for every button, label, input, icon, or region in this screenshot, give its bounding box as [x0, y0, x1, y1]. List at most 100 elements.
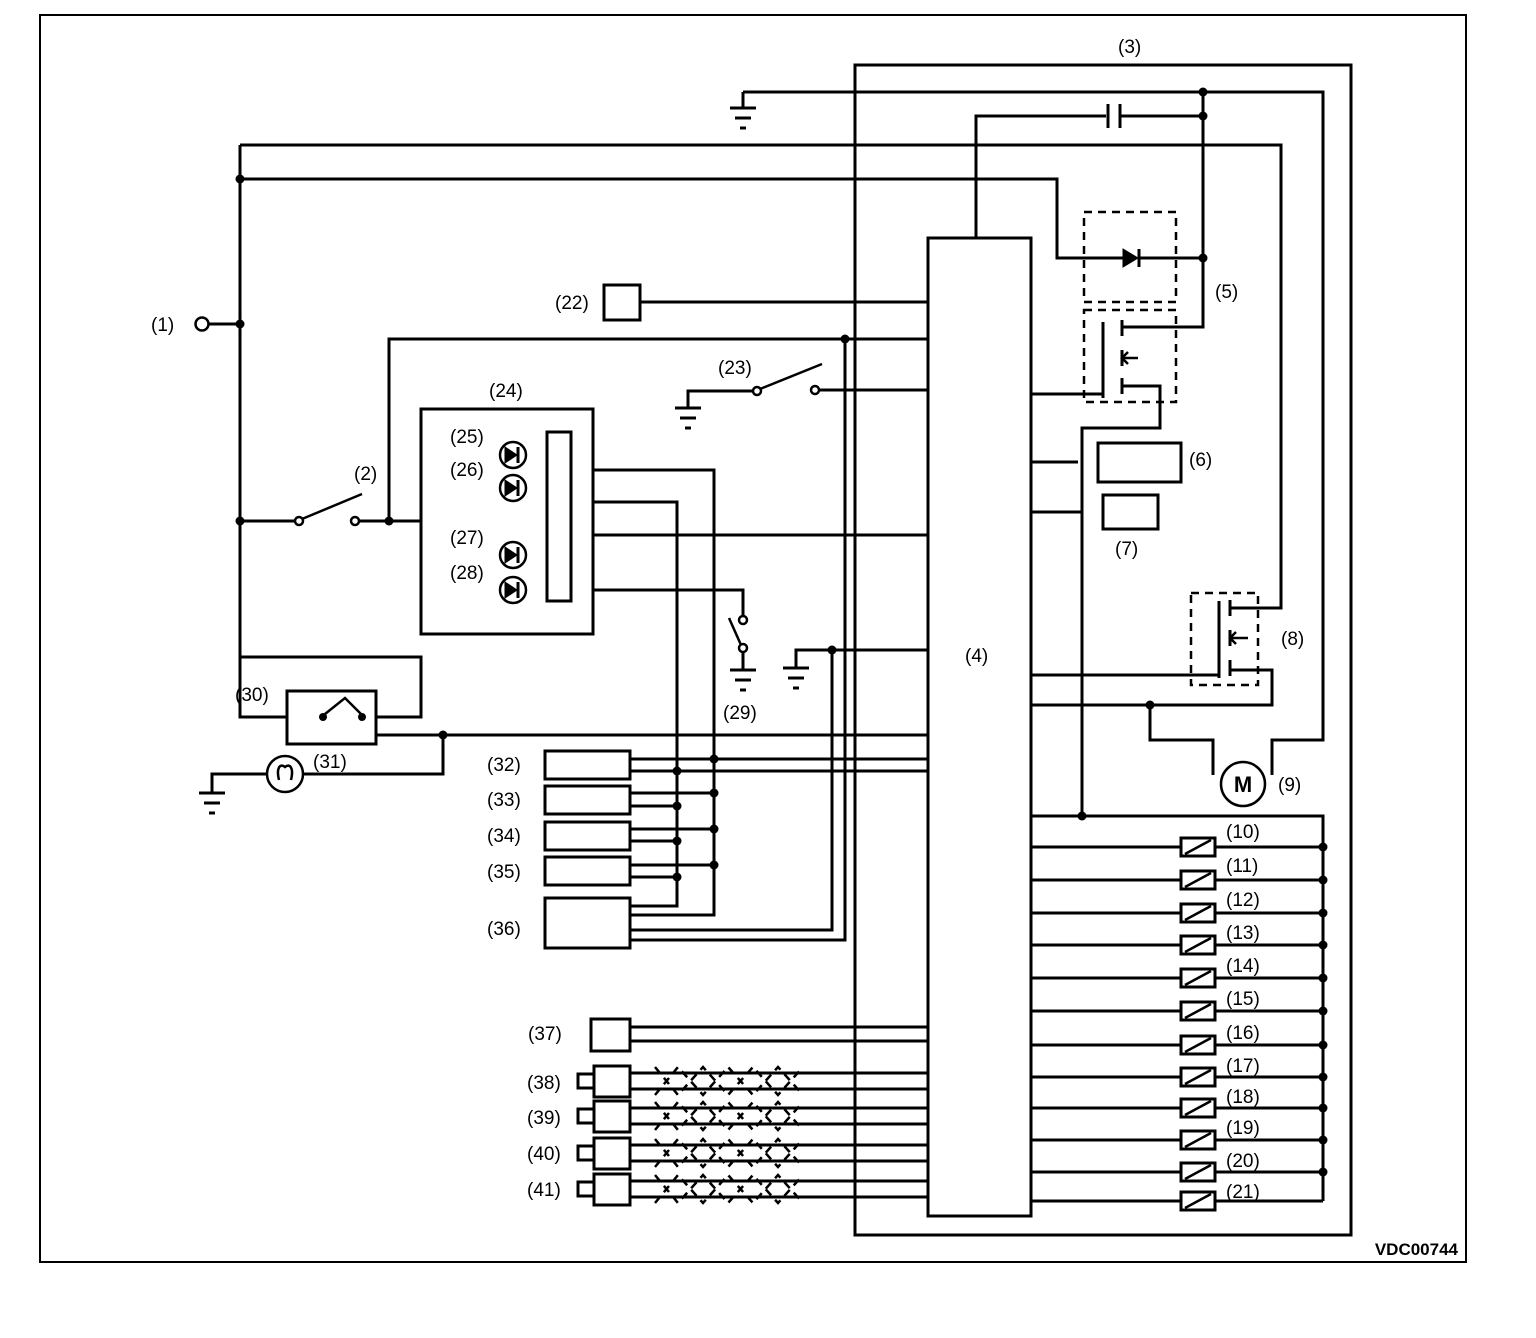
- label-17: (17): [1226, 1056, 1260, 1077]
- solenoid-icon: [1179, 836, 1217, 858]
- switch-icon: [751, 362, 823, 397]
- label-6: (6): [1189, 450, 1212, 471]
- label-34: (34): [487, 826, 521, 847]
- label-13: (13): [1226, 923, 1260, 944]
- solenoid-icon: [1179, 967, 1217, 989]
- wheel-sensor-38: [576, 1064, 632, 1099]
- label-36: (36): [487, 919, 521, 940]
- junction-dots: [235, 87, 1328, 1177]
- label-39: (39): [527, 1108, 561, 1129]
- label-27: (27): [450, 528, 484, 549]
- label-11: (11): [1226, 856, 1258, 877]
- solenoid-icon: [1179, 1034, 1217, 1056]
- label-15: (15): [1226, 989, 1260, 1010]
- label-4: (4): [965, 646, 988, 667]
- solenoid-icon: [1179, 902, 1217, 924]
- wires: [208, 90, 1325, 1203]
- relay-5-upper: [1082, 210, 1178, 304]
- ground-icon: [730, 668, 756, 692]
- sensor-34: [543, 820, 632, 852]
- component-6: [1096, 441, 1183, 484]
- lamp-icon: [265, 754, 305, 794]
- solenoid-icon: [1179, 1129, 1217, 1151]
- sensor-22: [602, 283, 642, 322]
- led-icon: [498, 540, 528, 570]
- sensor-32: [543, 749, 632, 781]
- label-8: (8): [1281, 629, 1304, 650]
- outer-frame: [39, 14, 1467, 1263]
- label-5: (5): [1215, 282, 1238, 303]
- label-20: (20): [1226, 1151, 1260, 1172]
- terminal-icon: [194, 316, 210, 332]
- motor-symbol: M: [1234, 772, 1252, 797]
- label-18: (18): [1226, 1087, 1260, 1108]
- label-35: (35): [487, 862, 521, 883]
- diode-icon: [1122, 248, 1141, 268]
- label-7: (7): [1115, 539, 1138, 560]
- switch-icon: [293, 492, 363, 527]
- label-19: (19): [1226, 1118, 1260, 1139]
- ground-icon: [199, 791, 225, 815]
- transistor-icon: [1217, 600, 1257, 678]
- solenoid-icon: [1179, 1161, 1217, 1183]
- wheel-sensor-41: [576, 1172, 632, 1207]
- label-29: (29): [723, 703, 757, 724]
- label-33: (33): [487, 790, 521, 811]
- label-37: (37): [528, 1024, 562, 1045]
- twisted-pair-shield: [654, 1173, 804, 1205]
- meter-connector-strip: [545, 430, 573, 603]
- led-icon: [498, 473, 528, 503]
- solenoid-icon: [1179, 934, 1217, 956]
- solenoid-icon: [1179, 1000, 1217, 1022]
- sensor-35: [543, 855, 632, 887]
- wheel-sensor-39: [576, 1099, 632, 1134]
- label-10: (10): [1226, 822, 1260, 843]
- label-1: (1): [151, 315, 174, 336]
- sensor-33: [543, 784, 632, 816]
- diagram-code: VDC00744: [1375, 1240, 1459, 1259]
- label-22: (22): [555, 293, 589, 314]
- component-labels: (1) (2) (3) (4) (5) (6) (7) (8) (9) (10)…: [151, 37, 1304, 1203]
- label-38: (38): [527, 1073, 561, 1094]
- solenoid-icon: [1179, 1097, 1217, 1119]
- transistor-icon: [1101, 320, 1138, 398]
- label-23: (23): [718, 358, 752, 379]
- solenoid-icon: [1179, 1066, 1217, 1088]
- label-2: (2): [354, 464, 377, 485]
- motor-icon: [1219, 760, 1267, 808]
- solenoid-icon: [1179, 869, 1217, 891]
- sensor-36: [543, 896, 632, 950]
- component-7: [1101, 493, 1160, 531]
- twisted-pair-shield: [654, 1100, 804, 1132]
- label-21: (21): [1226, 1182, 1260, 1203]
- twisted-pair-shield: [654, 1065, 804, 1097]
- led-icon: [498, 575, 528, 605]
- sensor-37: [589, 1017, 632, 1053]
- label-28: (28): [450, 563, 484, 584]
- twisted-pair-shield: [654, 1137, 804, 1169]
- switch-icon: [727, 614, 749, 654]
- label-16: (16): [1226, 1023, 1260, 1044]
- ground-icon: [675, 406, 701, 430]
- label-40: (40): [527, 1144, 561, 1165]
- ground-icon: [783, 666, 809, 690]
- control-unit-4: [926, 236, 1033, 1218]
- motor-relay-8: [1189, 591, 1260, 687]
- relay-5-lower: [1082, 308, 1178, 404]
- ground-icon: [730, 106, 756, 130]
- solenoid-icon: [1179, 1190, 1217, 1212]
- label-41: (41): [527, 1180, 561, 1201]
- label-30: (30): [235, 685, 269, 706]
- wheel-sensor-40: [576, 1136, 632, 1171]
- label-24: (24): [489, 381, 523, 402]
- label-25: (25): [450, 427, 484, 448]
- label-31: (31): [313, 752, 347, 773]
- switch-icon: [319, 696, 366, 721]
- led-icon: [498, 440, 528, 470]
- label-12: (12): [1226, 890, 1260, 911]
- label-14: (14): [1226, 956, 1260, 977]
- capacitor-icon: [1106, 104, 1122, 128]
- label-32: (32): [487, 755, 521, 776]
- label-9: (9): [1278, 775, 1301, 796]
